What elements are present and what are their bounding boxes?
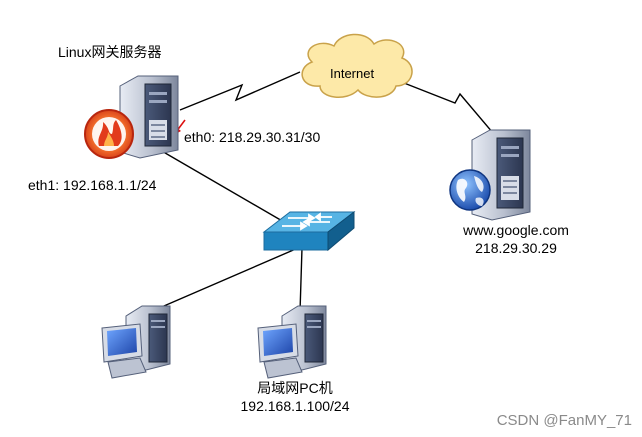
watermark: CSDN @FanMY_71 <box>496 412 632 429</box>
link-gateway-internet <box>179 71 301 111</box>
link-gateway-switch <box>159 149 285 223</box>
link-switch-pc2 <box>299 247 303 313</box>
eth1-label: eth1: 192.168.1.1/24 <box>28 177 157 193</box>
lan-pc-label: 局域网PC机 <box>257 380 333 396</box>
cloud-icon <box>301 33 413 98</box>
google-server-icon <box>471 129 531 221</box>
lan-pc-2-icon <box>257 305 327 379</box>
link-internet-google <box>403 82 494 134</box>
link-switch-pc1 <box>149 247 299 313</box>
google-ip-label: 218.29.30.29 <box>475 240 557 256</box>
globe-icon <box>449 169 491 211</box>
lan-pc-1-icon <box>101 305 171 379</box>
google-host-label: www.google.com <box>463 222 569 238</box>
firewall-icon <box>84 109 134 159</box>
lan-ip-label: 192.168.1.100/24 <box>240 398 350 414</box>
eth0-label: eth0: 218.29.30.31/30 <box>184 129 321 145</box>
internet-label: Internet <box>330 66 375 81</box>
gateway-server-icon <box>119 75 179 159</box>
switch-icon <box>262 210 356 252</box>
gateway-title: Linux网关服务器 <box>58 44 162 60</box>
connection-lines <box>149 71 494 313</box>
